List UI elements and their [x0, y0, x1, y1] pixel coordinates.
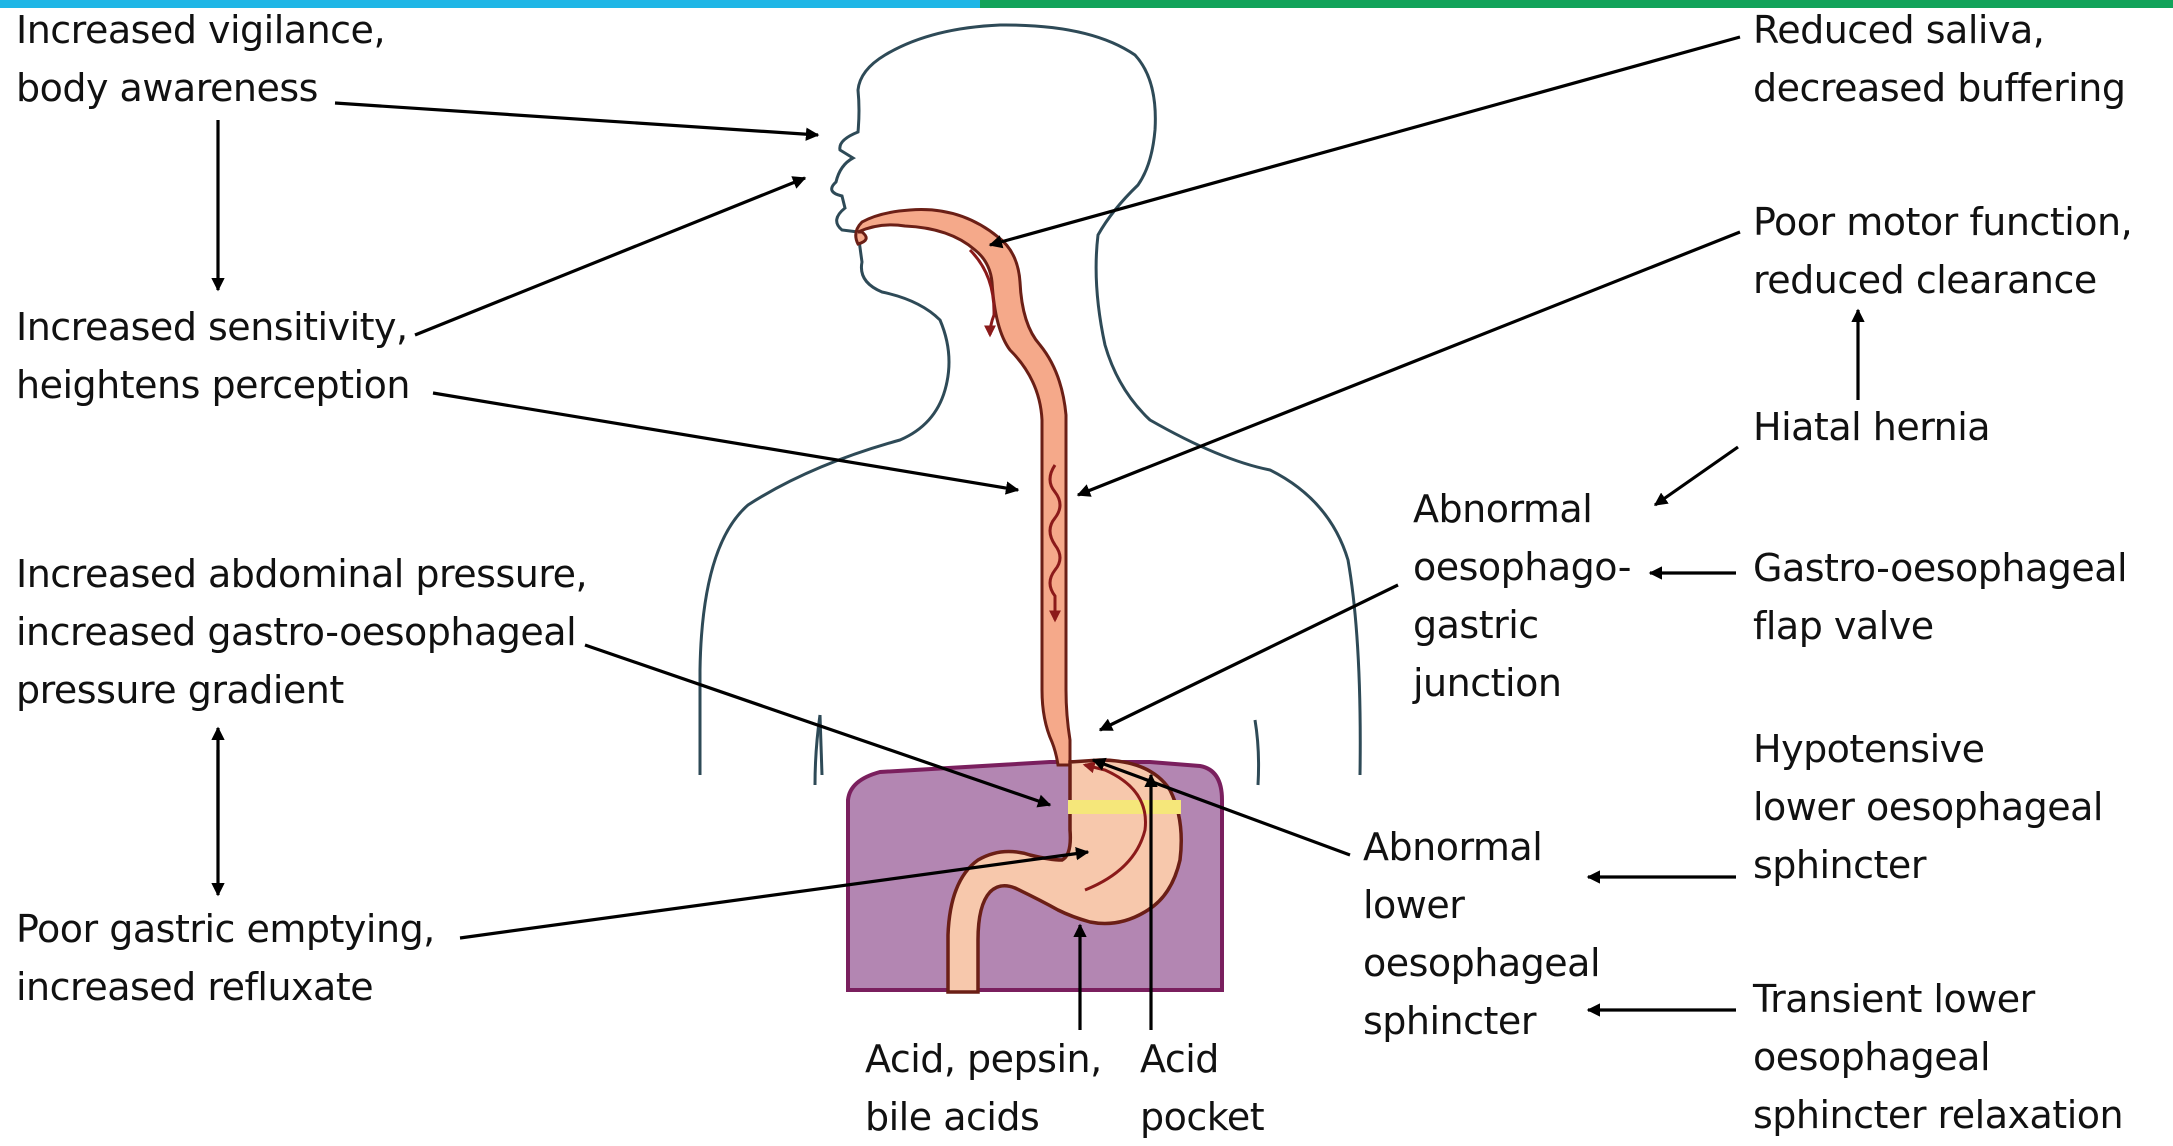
label-emptying-line2: increased refluxate	[16, 958, 435, 1016]
label-abdominal-line2: increased gastro-oesophageal	[16, 603, 587, 661]
label-transient: Transient lower oesophageal sphincter re…	[1753, 970, 2123, 1144]
label-acid-pocket-line2: pocket	[1140, 1088, 1264, 1146]
label-flap-line1: Gastro-oesophageal	[1753, 539, 2127, 597]
label-flap-line2: flap valve	[1753, 597, 2127, 655]
label-saliva-line2: decreased buffering	[1753, 59, 2125, 117]
arrow-sensitivity-to-head	[415, 178, 805, 335]
label-hypotensive-line3: sphincter	[1753, 836, 2103, 894]
label-vigilance: Increased vigilance, body awareness	[16, 1, 385, 117]
label-acid-pocket: Acid pocket	[1140, 1030, 1264, 1146]
body-outline	[700, 25, 1360, 775]
label-acid-pepsin: Acid, pepsin, bile acids	[865, 1030, 1102, 1146]
arrow-motor-to-oesophagus	[1078, 232, 1740, 495]
label-les: Abnormal lower oesophageal sphincter	[1363, 818, 1600, 1050]
label-emptying-line1: Poor gastric emptying,	[16, 900, 435, 958]
label-hiatal: Hiatal hernia	[1753, 398, 1990, 456]
label-vigilance-line1: Increased vigilance,	[16, 1, 385, 59]
label-acid-pepsin-line1: Acid, pepsin,	[865, 1030, 1102, 1088]
label-abdominal: Increased abdominal pressure, increased …	[16, 545, 587, 719]
label-transient-line1: Transient lower	[1753, 970, 2123, 1028]
label-hiatal-line1: Hiatal hernia	[1753, 398, 1990, 456]
label-les-line3: oesophageal	[1363, 934, 1600, 992]
label-sensitivity: Increased sensitivity, heightens percept…	[16, 298, 410, 414]
label-vigilance-line2: body awareness	[16, 59, 385, 117]
label-egj-line4: junction	[1413, 654, 1631, 712]
arrow-perception-to-oesophagus	[433, 393, 1018, 490]
label-motor-line1: Poor motor function,	[1753, 193, 2132, 251]
arrow-hiatal-to-egj	[1655, 447, 1738, 505]
left-arm-line	[820, 715, 822, 775]
label-flap: Gastro-oesophageal flap valve	[1753, 539, 2127, 655]
right-torso-line	[1255, 720, 1259, 785]
label-les-line1: Abnormal	[1363, 818, 1600, 876]
label-hypotensive-line2: lower oesophageal	[1753, 778, 2103, 836]
label-egj-line3: gastric	[1413, 596, 1631, 654]
label-transient-line3: sphincter relaxation	[1753, 1086, 2123, 1144]
label-les-line4: sphincter	[1363, 992, 1600, 1050]
label-egj: Abnormal oesophago- gastric junction	[1413, 480, 1631, 712]
label-sensitivity-line2: heightens perception	[16, 356, 410, 414]
label-egj-line1: Abnormal	[1413, 480, 1631, 538]
arrow-saliva-to-mouth	[990, 37, 1740, 245]
label-saliva-line1: Reduced saliva,	[1753, 1, 2125, 59]
label-acid-pepsin-line2: bile acids	[865, 1088, 1102, 1146]
label-abdominal-line3: pressure gradient	[16, 661, 587, 719]
label-egj-line2: oesophago-	[1413, 538, 1631, 596]
arrow-vigilance-to-head	[335, 103, 818, 135]
label-abdominal-line1: Increased abdominal pressure,	[16, 545, 587, 603]
arrow-abdominal-to-stomach	[585, 645, 1050, 805]
label-les-line2: lower	[1363, 876, 1600, 934]
acid-pocket-band	[1068, 800, 1181, 814]
arrow-egj-to-junction	[1100, 585, 1398, 730]
label-acid-pocket-line1: Acid	[1140, 1030, 1264, 1088]
label-motor: Poor motor function, reduced clearance	[1753, 193, 2132, 309]
label-saliva: Reduced saliva, decreased buffering	[1753, 1, 2125, 117]
label-emptying: Poor gastric emptying, increased refluxa…	[16, 900, 435, 1016]
label-sensitivity-line1: Increased sensitivity,	[16, 298, 410, 356]
label-motor-line2: reduced clearance	[1753, 251, 2132, 309]
label-hypotensive-line1: Hypotensive	[1753, 720, 2103, 778]
label-transient-line2: oesophageal	[1753, 1028, 2123, 1086]
label-hypotensive: Hypotensive lower oesophageal sphincter	[1753, 720, 2103, 894]
